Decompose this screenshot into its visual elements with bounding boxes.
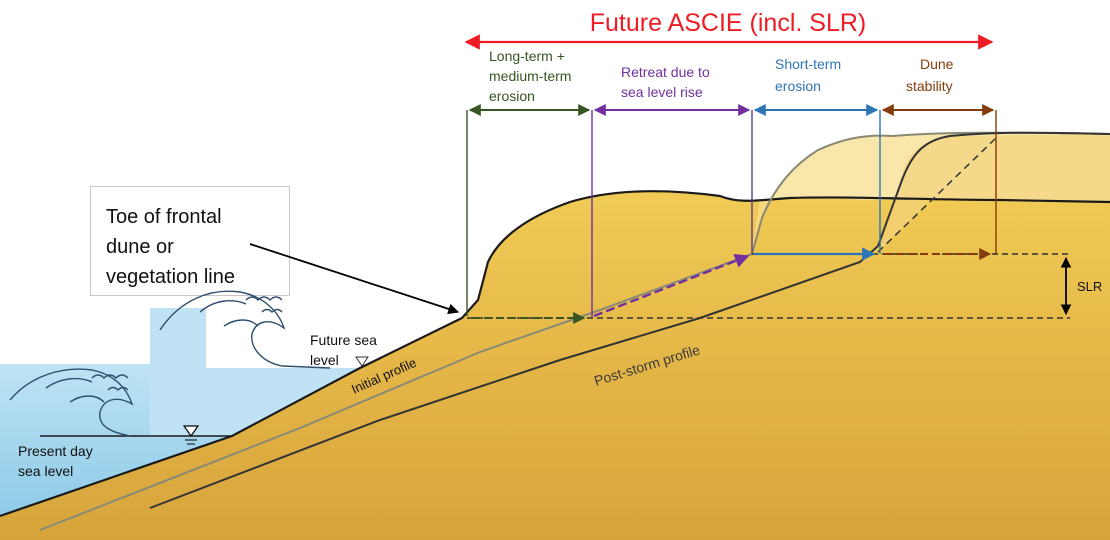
retreat-label: Retreat due to sea level rise bbox=[621, 64, 710, 100]
present-sea-level-line-1: Present day bbox=[18, 443, 93, 459]
long-term-label-line-1: Long-term + bbox=[489, 48, 565, 64]
present-sea-level-label: Present day sea level bbox=[18, 443, 93, 479]
retreat-lower-arrow bbox=[593, 253, 750, 318]
callout-line-1: Toe of frontal bbox=[106, 206, 222, 228]
future-dune-shaded bbox=[880, 134, 1110, 250]
long-term-label: Long-term + medium-term erosion bbox=[489, 48, 571, 104]
sand-body bbox=[0, 191, 1110, 540]
present-wave-icon bbox=[9, 368, 134, 437]
present-sea-level-symbol bbox=[182, 425, 200, 445]
callout-line-2: dune or bbox=[106, 236, 174, 258]
future-sea-area bbox=[150, 308, 360, 436]
long-term-label-line-3: erosion bbox=[489, 88, 535, 104]
short-term-label: Short-term erosion bbox=[775, 56, 841, 94]
callout-box bbox=[90, 186, 290, 296]
dune-stability-label: Dune stability bbox=[906, 56, 954, 94]
callout-text: Toe of frontal dune or vegetation line bbox=[106, 206, 235, 288]
future-sea-level-line-1: Future sea bbox=[310, 332, 377, 348]
long-term-label-line-2: medium-term bbox=[489, 68, 571, 84]
future-sea-level-label: Future sea level bbox=[310, 332, 377, 368]
callout-line-3: vegetation line bbox=[106, 266, 235, 288]
slr-label: SLR bbox=[1077, 279, 1102, 294]
present-sea-level-line-2: sea level bbox=[18, 463, 73, 479]
future-wave-icon bbox=[159, 290, 331, 369]
diagram-title: Future ASCIE (incl. SLR) bbox=[590, 9, 866, 37]
dune-stability-label-line-1: Dune bbox=[920, 56, 954, 72]
retreat-label-line-1: Retreat due to bbox=[621, 64, 710, 80]
short-term-label-line-2: erosion bbox=[775, 78, 821, 94]
retreat-label-line-2: sea level rise bbox=[621, 84, 703, 100]
future-sea-level-symbol bbox=[355, 356, 369, 367]
short-term-label-line-1: Short-term bbox=[775, 56, 841, 72]
post-storm-profile-line bbox=[149, 131, 1110, 509]
future-sea-level-line-2: level bbox=[310, 352, 339, 368]
initial-profile-line bbox=[0, 190, 1110, 518]
callout-arrow bbox=[249, 243, 460, 315]
dune-stability-label-line-2: stability bbox=[906, 78, 953, 94]
present-sea-area bbox=[0, 364, 232, 516]
dune-stability-slope bbox=[877, 137, 997, 253]
